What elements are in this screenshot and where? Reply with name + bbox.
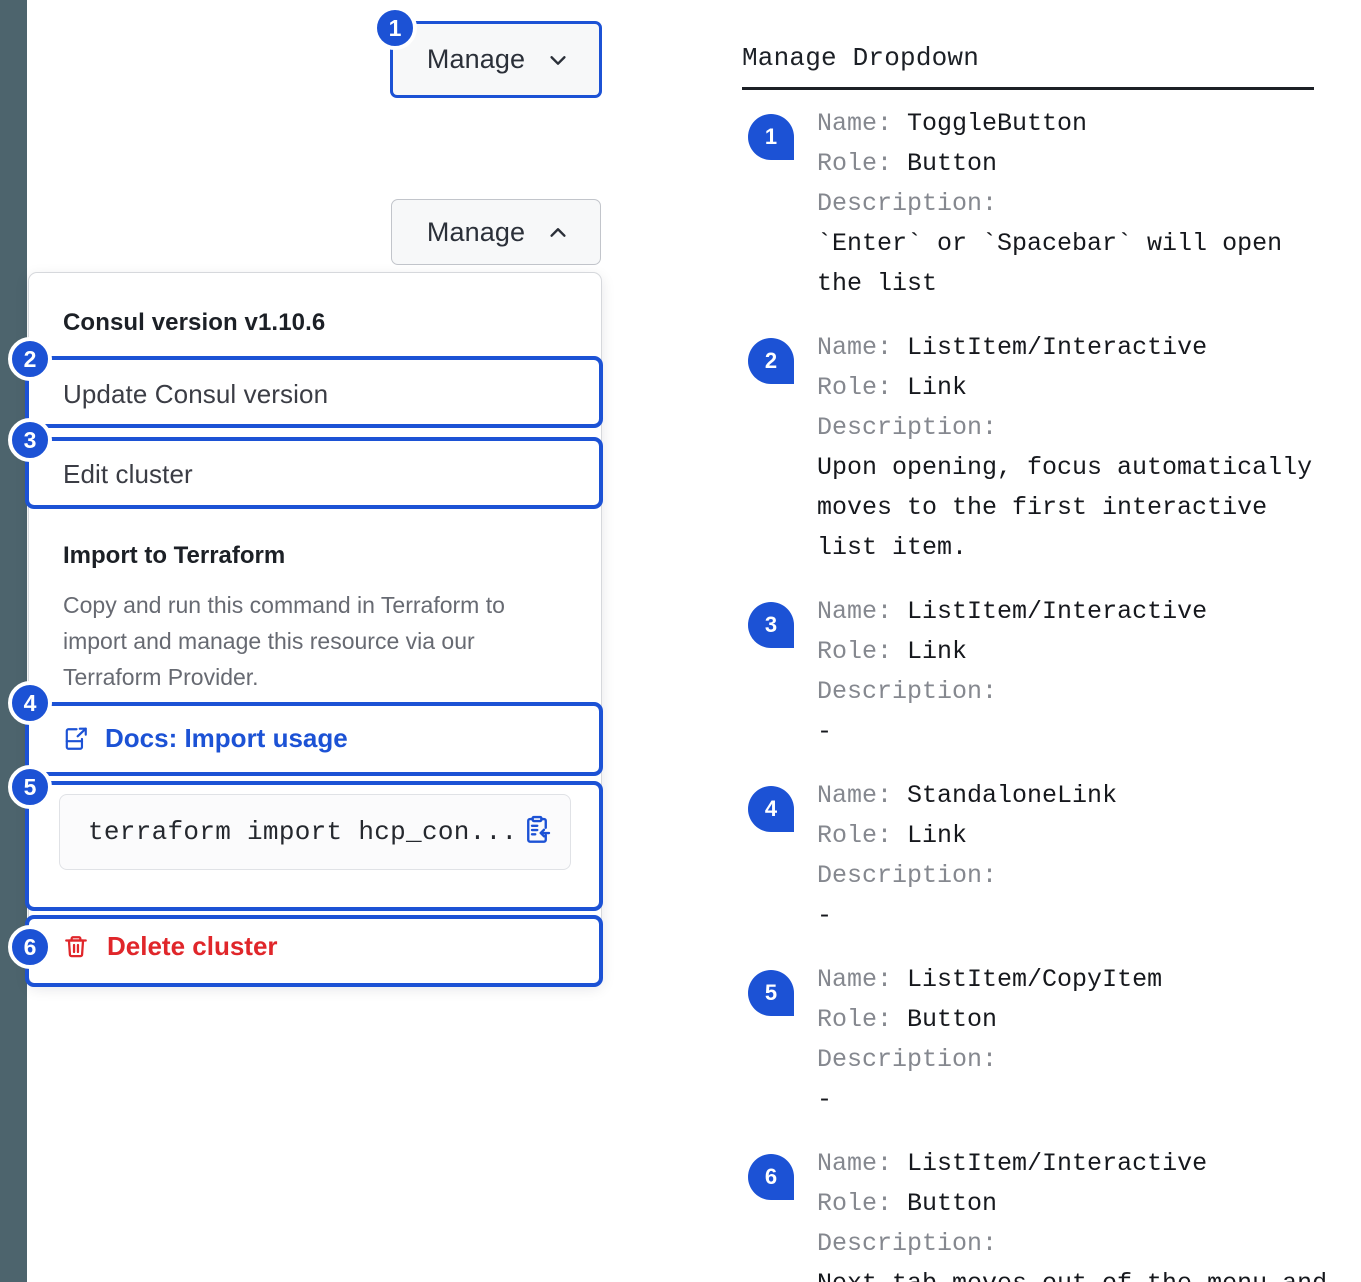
import-to-terraform-title: Import to Terraform <box>63 542 286 569</box>
doc-entry-body: Name: ListItem/Interactive Role: Link De… <box>817 592 1342 752</box>
doc-name-value: ListItem/Interactive <box>907 333 1208 362</box>
doc-name-value: ToggleButton <box>907 109 1088 138</box>
doc-description-value: - <box>817 901 833 930</box>
doc-role-label: Role: <box>817 821 893 850</box>
doc-description-value: `Enter` or `Spacebar` will open the list <box>817 229 1283 298</box>
terraform-command-field[interactable]: terraform import hcp_con... <box>59 794 571 870</box>
doc-role-label: Role: <box>817 373 893 402</box>
doc-description-label: Description: <box>817 861 998 890</box>
doc-description-label: Description: <box>817 1229 998 1258</box>
docs-import-usage-link[interactable]: Docs: Import usage <box>63 723 348 754</box>
doc-entry-body: Name: ToggleButton Role: Button Descript… <box>817 104 1342 304</box>
doc-description-label: Description: <box>817 189 998 218</box>
doc-entry: 4 Name: StandaloneLink Role: Link Descri… <box>742 776 1342 936</box>
doc-name-value: ListItem/CopyItem <box>907 965 1163 994</box>
docs-external-link-icon <box>65 727 87 750</box>
clipboard-copy-icon <box>527 815 551 843</box>
doc-entry: 5 Name: ListItem/CopyItem Role: Button D… <box>742 960 1342 1120</box>
menu-item-edit-cluster[interactable]: Edit cluster <box>63 459 193 489</box>
doc-name-value: ListItem/Interactive <box>907 597 1208 626</box>
doc-marker-badge-4: 4 <box>748 786 794 832</box>
doc-name-label: Name: <box>817 781 893 810</box>
import-to-terraform-body: Copy and run this command in Terraform t… <box>63 592 505 690</box>
marker-badge-2: 2 <box>8 337 52 381</box>
marker-badge-4: 4 <box>8 681 52 725</box>
doc-panel-title: Manage Dropdown <box>742 43 980 73</box>
doc-description-value: Upon opening, focus automatically moves … <box>817 453 1313 562</box>
doc-name-value: StandaloneLink <box>907 781 1118 810</box>
doc-name-label: Name: <box>817 965 893 994</box>
trash-icon <box>65 935 87 957</box>
consul-version-heading: Consul version v1.10.6 <box>63 309 326 336</box>
marker-badge-6: 6 <box>8 925 52 969</box>
doc-title-underline <box>742 87 1314 90</box>
doc-name-label: Name: <box>817 333 893 362</box>
doc-description-value: - <box>817 717 833 746</box>
doc-role-value: Link <box>907 821 968 850</box>
doc-marker-badge-6: 6 <box>748 1154 794 1200</box>
doc-name-label: Name: <box>817 109 893 138</box>
doc-marker-badge-5: 5 <box>748 970 794 1016</box>
copy-command-button[interactable] <box>522 815 552 850</box>
doc-name-value: ListItem/Interactive <box>907 1149 1208 1178</box>
terraform-command-value: terraform import hcp_con... <box>88 817 518 847</box>
doc-role-value: Button <box>907 1005 998 1034</box>
chevron-up-icon <box>550 228 566 237</box>
manage-toggle-label-expanded: Manage <box>426 216 526 247</box>
doc-description-label: Description: <box>817 677 998 706</box>
marker-badge-3: 3 <box>8 418 52 462</box>
doc-entry-body: Name: ListItem/Interactive Role: Button … <box>817 1144 1342 1282</box>
accessibility-doc-panel: Manage Dropdown 1 Name: ToggleButton Rol… <box>742 0 1342 1282</box>
chevron-down-icon <box>550 55 566 65</box>
doc-entry-list: 1 Name: ToggleButton Role: Button Descri… <box>742 104 1342 1282</box>
doc-role-label: Role: <box>817 149 893 178</box>
left-app-rail <box>0 0 27 1282</box>
doc-name-label: Name: <box>817 597 893 626</box>
manage-toggle-button-collapsed[interactable]: Manage <box>390 21 602 98</box>
doc-entry: 6 Name: ListItem/Interactive Role: Butto… <box>742 1144 1342 1282</box>
doc-description-value: Next tab moves out of the menu and to th… <box>817 1264 1342 1282</box>
doc-entry-body: Name: ListItem/CopyItem Role: Button Des… <box>817 960 1342 1120</box>
marker-badge-5: 5 <box>8 765 52 809</box>
doc-description-label: Description: <box>817 413 998 442</box>
doc-entry: 3 Name: ListItem/Interactive Role: Link … <box>742 592 1342 752</box>
doc-role-label: Role: <box>817 1189 893 1218</box>
manage-toggle-label: Manage <box>426 44 526 74</box>
manage-toggle-button-expanded[interactable]: Manage <box>391 199 601 265</box>
menu-divider <box>43 505 589 507</box>
doc-name-label: Name: <box>817 1149 893 1178</box>
doc-role-label: Role: <box>817 637 893 666</box>
doc-description-value: - <box>817 1085 833 1114</box>
menu-item-delete-cluster[interactable]: Delete cluster <box>63 931 278 962</box>
doc-entry-body: Name: StandaloneLink Role: Link Descript… <box>817 776 1342 936</box>
doc-marker-badge-2: 2 <box>748 338 794 384</box>
doc-entry: 2 Name: ListItem/Interactive Role: Link … <box>742 328 1342 568</box>
doc-marker-badge-1: 1 <box>748 114 794 160</box>
manage-dropdown-panel: Consul version v1.10.6 Update Consul ver… <box>28 272 602 985</box>
doc-role-value: Link <box>907 373 968 402</box>
delete-cluster-label: Delete cluster <box>107 931 278 961</box>
doc-entry-body: Name: ListItem/Interactive Role: Link De… <box>817 328 1342 568</box>
doc-description-label: Description: <box>817 1045 998 1074</box>
marker-badge-1: 1 <box>373 6 417 50</box>
doc-marker-badge-3: 3 <box>748 602 794 648</box>
doc-role-value: Button <box>907 1189 998 1218</box>
doc-role-label: Role: <box>817 1005 893 1034</box>
docs-import-usage-label: Docs: Import usage <box>105 723 348 753</box>
menu-item-update-consul-version[interactable]: Update Consul version <box>63 379 329 409</box>
component-demo-column: Manage Manage Consul version v1.10.6 Upd… <box>0 0 660 1282</box>
doc-role-value: Link <box>907 637 968 666</box>
doc-entry: 1 Name: ToggleButton Role: Button Descri… <box>742 104 1342 304</box>
doc-role-value: Button <box>907 149 998 178</box>
